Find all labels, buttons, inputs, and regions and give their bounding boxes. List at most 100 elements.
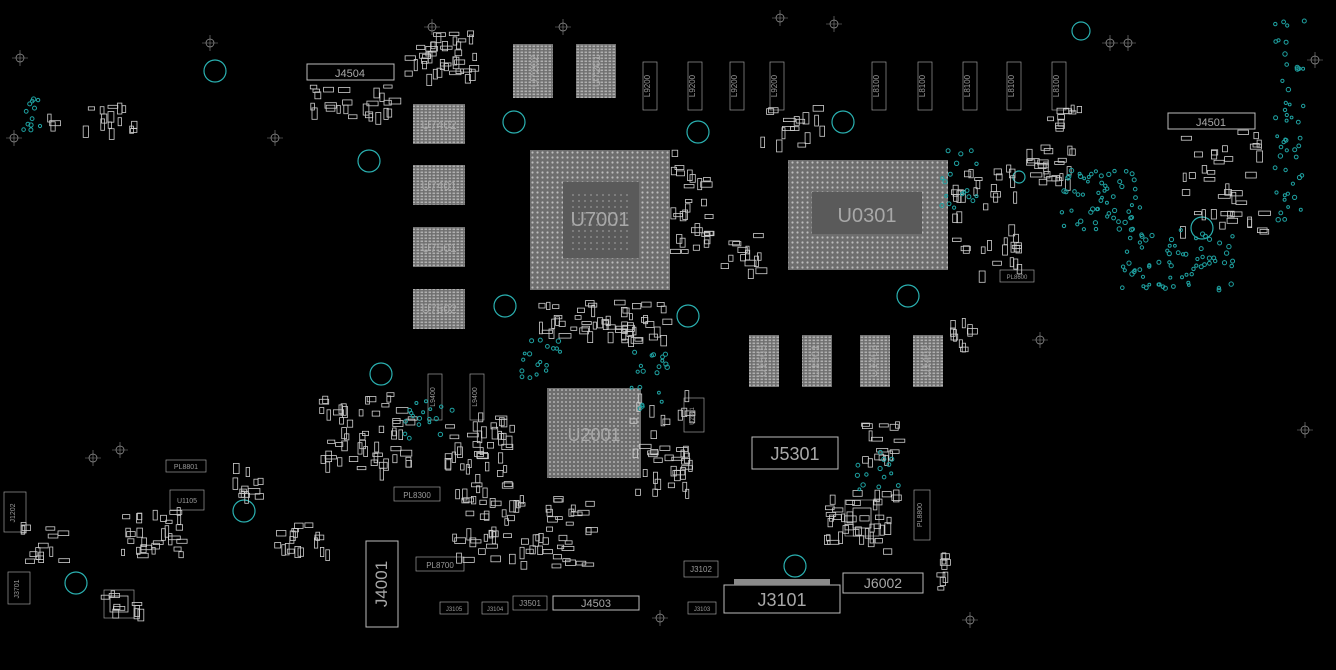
smd-part <box>445 459 452 471</box>
connector-j4503[interactable]: J4503 <box>552 595 640 611</box>
via <box>664 364 670 370</box>
via <box>1282 217 1288 222</box>
memory-u7201[interactable]: U7201 <box>576 44 616 98</box>
smd-part <box>1066 166 1072 176</box>
l9200-label-3: L9200 <box>730 74 739 97</box>
smd-part <box>304 522 314 529</box>
connector-j3102[interactable]: J3102 <box>683 560 719 578</box>
smd-part <box>379 92 385 102</box>
smd-part <box>509 500 517 513</box>
via <box>651 352 656 358</box>
bga-u2001[interactable]: U2001 <box>547 388 641 478</box>
smd-part <box>869 531 874 544</box>
memory-u1501[interactable]: U1501 <box>802 335 832 387</box>
via <box>1180 252 1186 257</box>
memory-u1402[interactable]: U1402 <box>913 335 943 387</box>
smd-part <box>703 239 710 248</box>
via <box>1292 194 1298 200</box>
smd-part <box>793 116 800 126</box>
bga-u0301[interactable]: U0301 <box>788 160 948 270</box>
smd-part <box>681 465 694 470</box>
smd-part <box>645 321 655 328</box>
memory-u7401[interactable]: U7401 <box>413 165 465 205</box>
via <box>1173 243 1177 248</box>
smd-part <box>783 117 796 123</box>
smd-part <box>310 102 315 111</box>
memory-u1403[interactable]: U1403 <box>860 335 890 387</box>
via <box>1198 246 1204 252</box>
smd-part <box>1030 172 1043 178</box>
connector-j3104[interactable]: J3104 <box>481 601 509 615</box>
ic-u1105[interactable]: U1105 <box>169 489 205 511</box>
u2001-label: U2001 <box>567 425 620 445</box>
connector-j3105[interactable]: J3105 <box>439 601 469 615</box>
via <box>1106 171 1112 177</box>
memory-u7501[interactable]: U7501 <box>413 227 465 267</box>
via <box>1189 272 1194 277</box>
via <box>433 416 439 422</box>
smd-part <box>332 409 344 416</box>
smd-part <box>152 509 158 521</box>
smd-part <box>465 510 475 517</box>
smd-part <box>1203 176 1216 182</box>
smd-part <box>495 415 508 420</box>
smd-part <box>833 514 842 521</box>
smd-part <box>323 86 334 93</box>
fiducial-cross <box>555 19 571 35</box>
smd-part <box>392 454 398 464</box>
via <box>961 190 966 195</box>
smd-part <box>967 327 978 335</box>
smd-part <box>692 244 700 251</box>
connector-j6002[interactable]: J6002 <box>842 572 924 594</box>
smd-part <box>404 55 416 61</box>
smd-part <box>745 245 750 255</box>
via <box>1131 177 1137 183</box>
via <box>1198 264 1204 270</box>
via <box>632 349 638 355</box>
smd-part <box>1013 191 1018 204</box>
smd-part <box>169 510 183 515</box>
smd-part <box>358 409 364 417</box>
connector-j3103[interactable]: J3103 <box>687 601 717 615</box>
smd-part <box>622 324 635 332</box>
via <box>1229 263 1234 269</box>
smd-part <box>558 333 572 339</box>
connector-j3701[interactable]: J3701 <box>7 571 31 605</box>
via <box>35 97 41 103</box>
smd-part <box>117 117 122 127</box>
memory-u7402[interactable]: U7402 <box>413 104 465 144</box>
via <box>1128 227 1135 233</box>
connector-j4001[interactable]: J4001 <box>365 540 399 628</box>
smd-part <box>886 516 892 525</box>
smd-part <box>660 414 666 427</box>
connector-j4501[interactable]: J4501 <box>1167 112 1256 130</box>
via <box>1301 18 1307 24</box>
memory-u7202[interactable]: U7202 <box>513 44 553 98</box>
smd-part <box>357 442 363 455</box>
smd-part <box>520 561 528 570</box>
smd-part <box>1230 190 1243 197</box>
connector-j3501[interactable]: J3501 <box>512 595 548 611</box>
via <box>527 351 533 357</box>
smd-part <box>284 543 290 556</box>
via <box>970 198 976 204</box>
smd-part <box>1008 224 1016 237</box>
memory-u1503[interactable]: U1503 <box>749 335 779 387</box>
smd-part <box>873 498 883 506</box>
smd-part <box>978 270 986 283</box>
connector-j5301[interactable]: J5301 <box>751 436 839 470</box>
connector-j1202[interactable]: J1202 <box>3 491 27 533</box>
bga-u7001[interactable]: U7001 <box>530 150 670 290</box>
connector-j4504[interactable]: J4504 <box>306 63 395 81</box>
smd-part <box>427 51 433 64</box>
smd-part <box>684 410 696 416</box>
fiducial-cross <box>772 10 788 26</box>
connector-j3101[interactable]: J3101 <box>723 579 841 614</box>
smd-part <box>649 404 655 418</box>
fiducial-cross <box>652 610 668 626</box>
memory-u7502[interactable]: U7502 <box>413 289 465 329</box>
via <box>944 193 949 198</box>
smd-part <box>503 533 512 539</box>
j3102-label: J3102 <box>690 565 712 574</box>
